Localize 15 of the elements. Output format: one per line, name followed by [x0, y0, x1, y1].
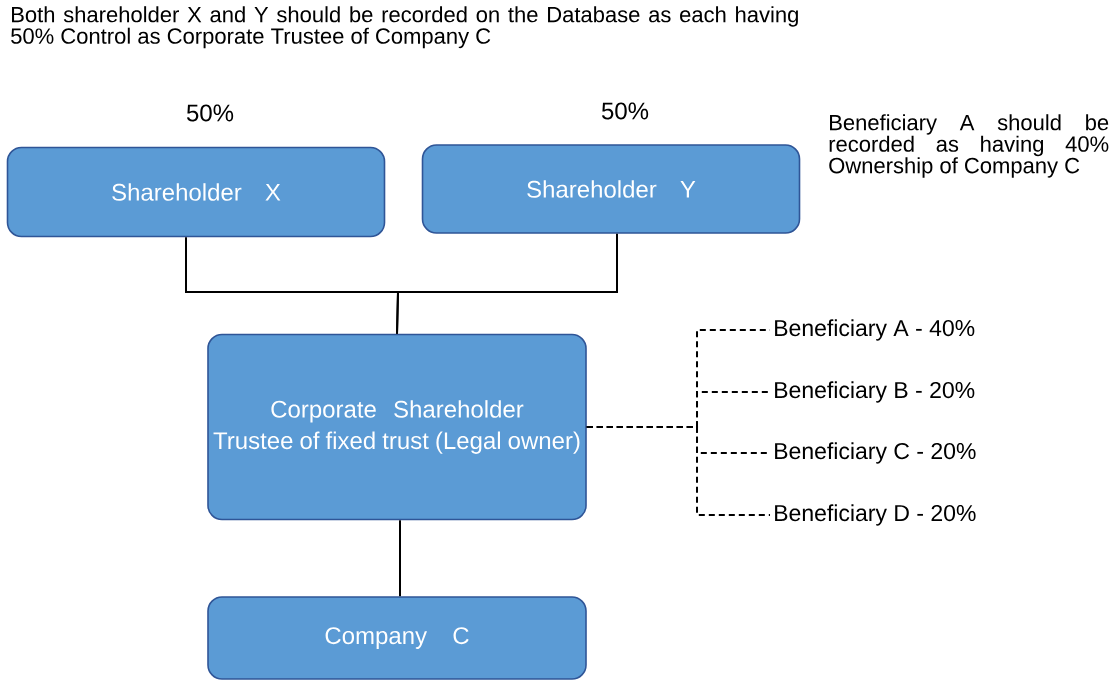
- process-box: Company C: [207, 596, 587, 680]
- process-box: Shareholder Y: [421, 144, 801, 234]
- beneficiary-label: Beneficiary C - 20%: [775, 442, 976, 464]
- connector: [399, 519, 401, 598]
- dashed-connector: [585, 426, 771, 516]
- beneficiary-label: Beneficiary A - 40%: [775, 319, 975, 341]
- beneficiary-label: Beneficiary D - 20%: [775, 504, 976, 526]
- beneficiary-label: Beneficiary B - 20%: [775, 381, 975, 403]
- connector: [396, 232, 618, 335]
- percentage-label: 50%: [601, 102, 649, 120]
- percentage-label: 50%: [186, 104, 234, 122]
- note-text: Beneficiary A should be recorded as having 40% Ownership of Company C: [829, 114, 1109, 178]
- process-box: Corporate Shareholder Trustee of fixed trust (Legal owner): [207, 333, 587, 521]
- note-text: Both shareholder X and Y should be recorded on the Database as each having 50% Control as Corporate Trustee of Company C: [11, 6, 798, 49]
- process-box: Shareholder X: [6, 146, 386, 238]
